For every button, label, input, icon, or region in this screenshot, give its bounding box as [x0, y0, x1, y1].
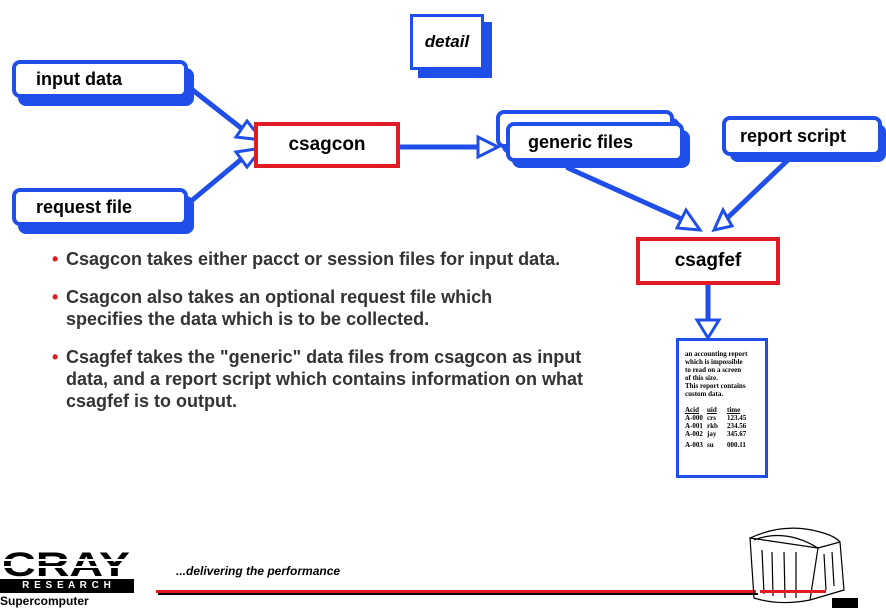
report-cell: jay — [707, 430, 717, 438]
report-cell: 123.45 — [727, 414, 747, 422]
csagfef-node: csagfef — [636, 237, 780, 285]
report-table-row: A-003 su 000.11 — [685, 441, 759, 449]
report-script-node: report script — [722, 116, 882, 156]
csagfef-label: csagfef — [674, 250, 742, 271]
report-table-row: A-001 rkb 234.56 — [685, 422, 759, 430]
report-cell: 345.67 — [727, 430, 747, 438]
report-line: an accounting report — [685, 350, 748, 358]
tagline: ...delivering the performance — [176, 564, 341, 578]
report-line: to read on a screen — [685, 366, 742, 374]
report-header-cell: uid — [707, 406, 717, 414]
bullet-item-3: • Csagfef takes the "generic" data files… — [50, 346, 610, 412]
report-header-cell: Acid — [685, 406, 699, 414]
report-table-row: A-002 jay 345.67 — [685, 430, 759, 438]
cray-logo: CRAY R E S E A R C H Supercomputer — [0, 548, 134, 614]
arrowhead-generic — [476, 134, 502, 160]
cray-research-text: R E S E A R C H — [22, 580, 112, 591]
report-cell: 234.56 — [727, 422, 747, 430]
cray-logo-research: R E S E A R C H — [0, 579, 134, 593]
arrow-generic-to-csagfef — [565, 165, 698, 228]
report-cell: crs — [707, 414, 716, 422]
icon-base-block — [832, 598, 858, 608]
bullet-text: Csagfef takes the "generic" data files f… — [66, 347, 584, 411]
bullet-dot: • — [52, 287, 59, 307]
report-cell: 000.11 — [727, 441, 746, 449]
generic-files-node: generic files — [506, 122, 684, 162]
report-line: which is impossible — [685, 358, 743, 366]
cray-logo-mark: CRAY — [0, 548, 134, 578]
report-table-row: A-000 crs 123.45 — [685, 414, 759, 422]
arrow-request-to-csagcon — [187, 149, 253, 205]
bullet-text: Csagcon takes either pacct or session fi… — [66, 249, 561, 269]
supercomputer-icon — [749, 527, 858, 608]
report-cell: A-003 — [685, 441, 703, 449]
arrow-input-to-csagcon — [187, 85, 253, 138]
report-table: Acid uid time A-000 crs 123.45 A-001 rkb… — [685, 406, 759, 449]
report-line: custom data. — [685, 390, 724, 398]
arrowhead-csagfef-left — [674, 207, 704, 232]
report-cell: su — [707, 441, 714, 449]
cray-logo-text: CRAY — [2, 548, 130, 578]
bullet-dot: • — [52, 347, 59, 367]
report-page: an accounting report which is impossible… — [676, 338, 768, 478]
bullet-dot: • — [52, 249, 59, 269]
footer-rule-shadow — [158, 593, 758, 595]
supercomputer-label: Supercomputer — [0, 594, 89, 608]
bullet-text: Csagcon also takes an optional request f… — [66, 287, 493, 329]
csagcon-label: csagcon — [288, 134, 366, 155]
input-data-label: input data — [36, 68, 122, 89]
request-file-label: request file — [36, 196, 133, 217]
report-cell: rkb — [707, 422, 718, 430]
bullet-item-2: • Csagcon also takes an optional request… — [50, 286, 610, 330]
request-file-node: request file — [12, 188, 188, 226]
arrowhead-report-page — [694, 318, 722, 341]
footer-rule — [156, 590, 756, 593]
detail-tag-label: detail — [424, 32, 470, 51]
generic-files-label: generic files — [528, 131, 634, 152]
footer-rule-right — [760, 590, 826, 593]
report-cell: A-000 — [685, 414, 703, 422]
report-cell: A-001 — [685, 422, 703, 430]
arrowhead-csagfef-right — [711, 206, 735, 233]
arrow-report-to-csagfef — [717, 155, 793, 228]
report-header-cell: time — [727, 406, 741, 414]
detail-tag: detail — [410, 14, 484, 70]
report-table-header: Acid uid time — [685, 406, 759, 414]
bullet-list: • Csagcon takes either pacct or session … — [50, 248, 610, 428]
bullet-item-1: • Csagcon takes either pacct or session … — [50, 248, 610, 270]
report-line: This report contains — [685, 382, 746, 390]
csagcon-node: csagcon — [254, 122, 400, 168]
report-cell: A-002 — [685, 430, 703, 438]
report-line: of this size. — [685, 374, 718, 382]
input-data-node: input data — [12, 60, 188, 98]
report-script-label: report script — [740, 125, 847, 146]
